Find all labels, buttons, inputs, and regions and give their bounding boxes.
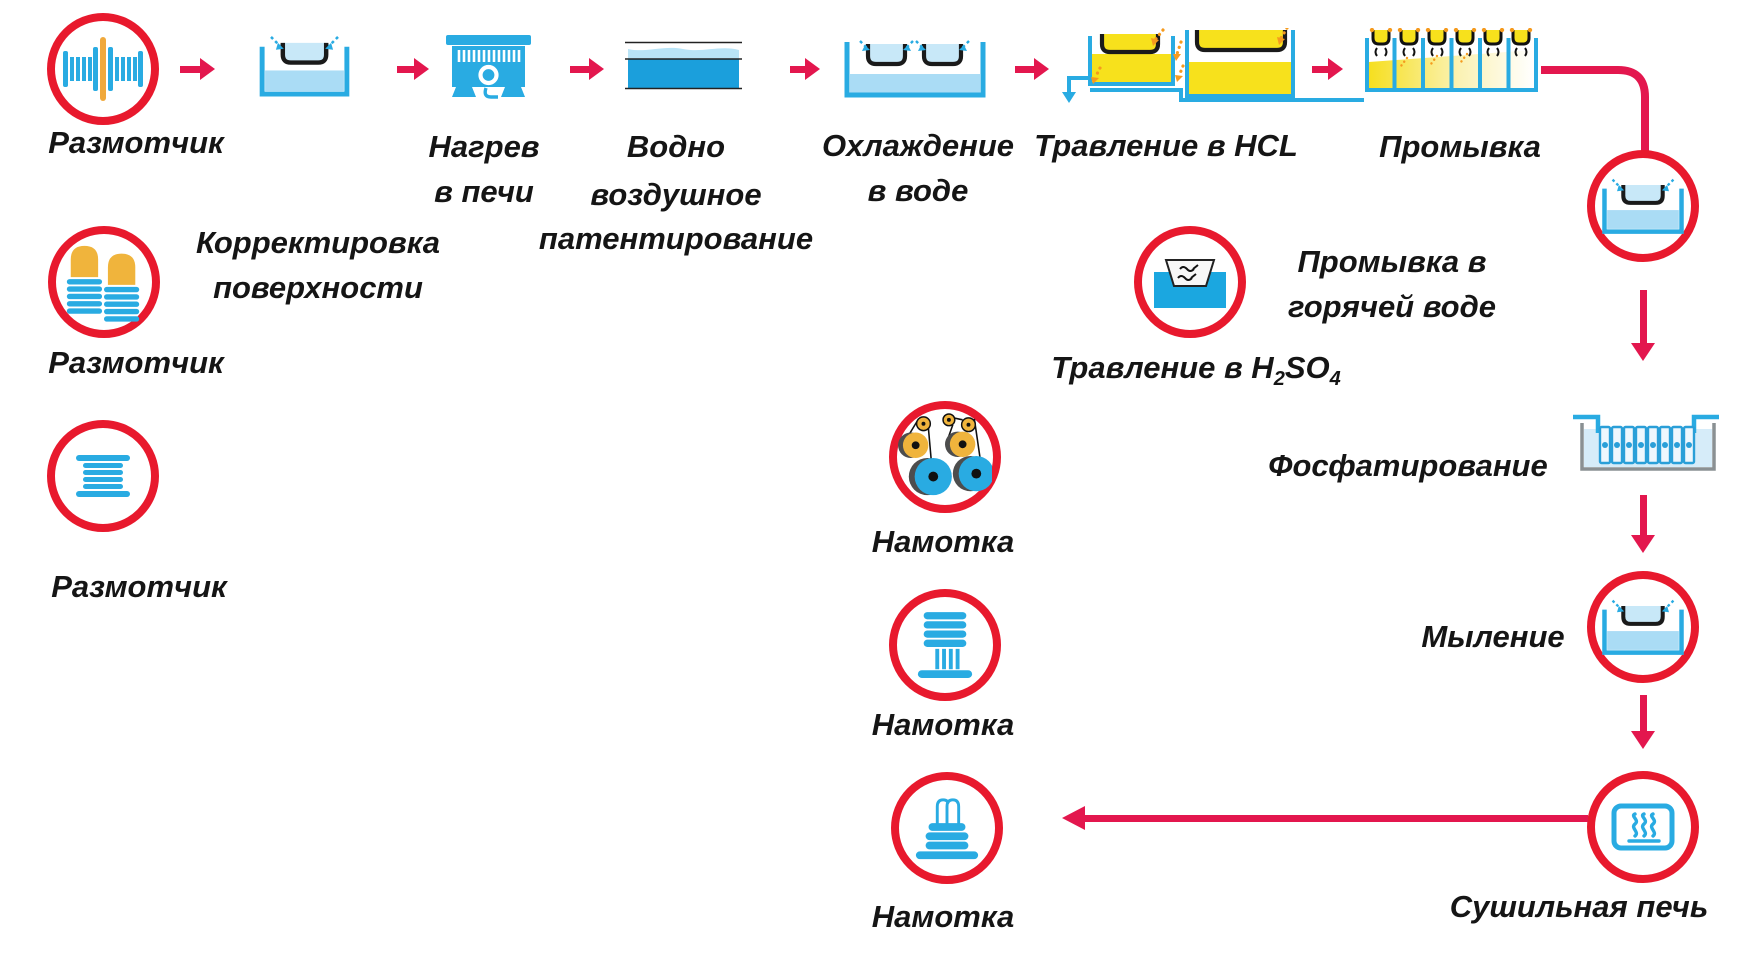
winding3-node xyxy=(891,772,1003,884)
flow-arrow-head xyxy=(1631,343,1655,361)
flow-arrow xyxy=(790,66,807,73)
unwinder2-node xyxy=(48,226,160,338)
coil-pair-icon xyxy=(66,245,140,322)
furnace-label-line1: Нагрев xyxy=(428,129,540,164)
h2so4-label-sub2: 4 xyxy=(1329,368,1341,391)
winding-spindle-icon xyxy=(917,612,973,678)
h2so4-node xyxy=(1134,226,1246,338)
flow-arrow xyxy=(1015,66,1036,73)
furnace-label-line2: в печи xyxy=(434,174,534,209)
flow-arrow-head xyxy=(200,58,215,80)
flow-arrow xyxy=(570,66,591,73)
flow-arrow-head xyxy=(414,58,429,80)
drying-label: Сушильная печь xyxy=(1449,889,1709,924)
cooling-tank-icon xyxy=(844,40,986,98)
flow-arrow-head xyxy=(589,58,604,80)
unwinder3-node xyxy=(47,420,159,532)
drying-oven-node xyxy=(1587,771,1699,883)
unwinder3-label: Размотчик xyxy=(51,569,227,604)
unwinder1-node xyxy=(47,13,159,125)
dip-tank-icon xyxy=(1602,178,1684,234)
acid-bath-icon xyxy=(1154,259,1226,308)
flow-arrow-head xyxy=(1631,731,1655,749)
hot-wash-label-line2: горячей воде xyxy=(1287,289,1497,324)
flow-arrow xyxy=(180,66,202,73)
flow-arrow xyxy=(1312,66,1330,73)
flow-arrow xyxy=(1640,290,1647,344)
patenting-bath-icon xyxy=(625,41,742,90)
flow-arrow-head xyxy=(1034,58,1049,80)
flow-arrow xyxy=(1640,495,1647,536)
wire-spool-icon xyxy=(63,37,143,101)
winding1-label: Намотка xyxy=(871,524,1015,559)
surface-correction-label-line1: Корректировка xyxy=(195,225,441,260)
h2so4-label-prefix: Травление в H xyxy=(1051,350,1274,385)
flow-arrow-head xyxy=(1631,535,1655,553)
surface-correction-label-line2: поверхности xyxy=(213,270,423,305)
elbow-connector xyxy=(1541,66,1649,154)
patenting-label-line1: Водно xyxy=(626,129,726,164)
winding1-node xyxy=(889,401,1001,513)
spool-side-icon xyxy=(76,455,130,497)
furnace-icon xyxy=(446,35,531,99)
unwinder2-label: Размотчик xyxy=(48,345,224,380)
unwinder1-label: Размотчик xyxy=(48,125,224,160)
patenting-label-line2: воздушное xyxy=(590,177,762,212)
drying-oven-icon xyxy=(1611,803,1675,851)
soaping-node xyxy=(1587,571,1699,683)
return-flow-arrow-head xyxy=(1062,806,1085,830)
phosphating-tank-icon xyxy=(1573,414,1719,471)
winding2-label: Намотка xyxy=(871,707,1015,742)
dip-tank-icon xyxy=(259,36,350,97)
cooling-label-line1: Охлаждение xyxy=(821,128,1015,163)
cooling-label-line2: в воде xyxy=(867,173,969,208)
washing-cascade-icon xyxy=(1365,28,1538,92)
patenting-label-line3: патентирование xyxy=(538,221,814,256)
phosphating-label: Фосфатирование xyxy=(1268,448,1548,483)
flow-arrow-head xyxy=(805,58,820,80)
flow-arrow-head xyxy=(1328,58,1343,80)
hot-wash-label-line1: Промывка в xyxy=(1297,244,1487,279)
washing-label: Промывка xyxy=(1379,129,1541,164)
flow-arrow xyxy=(1640,695,1647,732)
soaping-label: Мыление xyxy=(1421,619,1565,654)
hot-wash-node xyxy=(1587,150,1699,262)
winding2-node xyxy=(889,589,1001,701)
winding-coil-icon xyxy=(915,798,979,860)
winding-pulleys-icon xyxy=(898,413,992,496)
h2so4-label: Травление в H2SO4 xyxy=(1051,352,1340,389)
flow-arrow xyxy=(397,66,416,73)
dip-tank-icon xyxy=(1602,599,1684,655)
h2so4-label-mid: SO xyxy=(1284,350,1330,385)
return-flow-arrow xyxy=(1082,815,1588,822)
hcl-label: Травление в HCL xyxy=(1034,128,1298,163)
hcl-pickling-icon xyxy=(1062,28,1364,103)
winding3-label: Намотка xyxy=(871,899,1015,934)
h2so4-label-sub1: 2 xyxy=(1273,368,1285,391)
